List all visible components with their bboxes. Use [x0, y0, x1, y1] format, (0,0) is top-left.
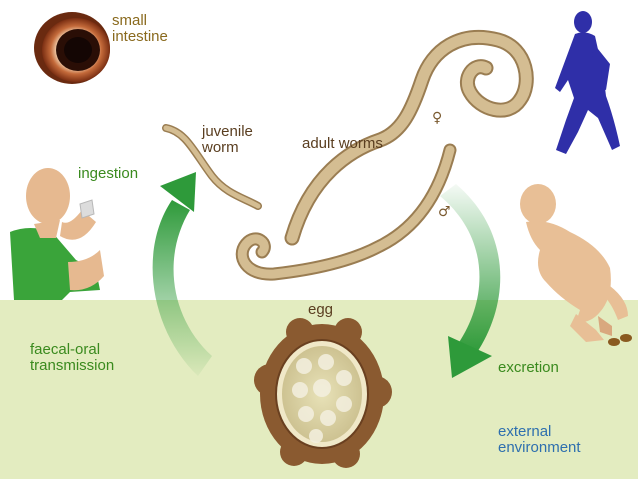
excretion-arrow	[440, 184, 501, 378]
faecal-oral-transmission-label: faecal-oral transmission	[30, 341, 115, 374]
faeces-icon	[608, 334, 632, 346]
intestine-cross-section-icon	[34, 12, 110, 84]
female-adult-worm-icon	[284, 29, 534, 246]
excretion-label: excretion	[498, 359, 559, 376]
egg-label: egg	[308, 301, 334, 318]
male-adult-worm-icon	[235, 143, 457, 281]
male-symbol: ♂	[438, 204, 451, 220]
ingestion-label: ingestion	[78, 165, 139, 182]
external-environment-label: external environment	[498, 423, 581, 456]
squatting-person-icon	[520, 184, 628, 342]
small-intestine-label: small intestine	[112, 12, 168, 45]
walking-person-icon	[555, 11, 620, 154]
drinking-person-icon	[10, 168, 104, 300]
adult-worms-label: adult worms	[302, 135, 383, 152]
juvenile-worm-label: juvenile worm	[202, 123, 253, 156]
egg-icon	[254, 318, 392, 468]
ingestion-arrow	[152, 172, 212, 376]
female-symbol: ♀	[432, 110, 443, 126]
